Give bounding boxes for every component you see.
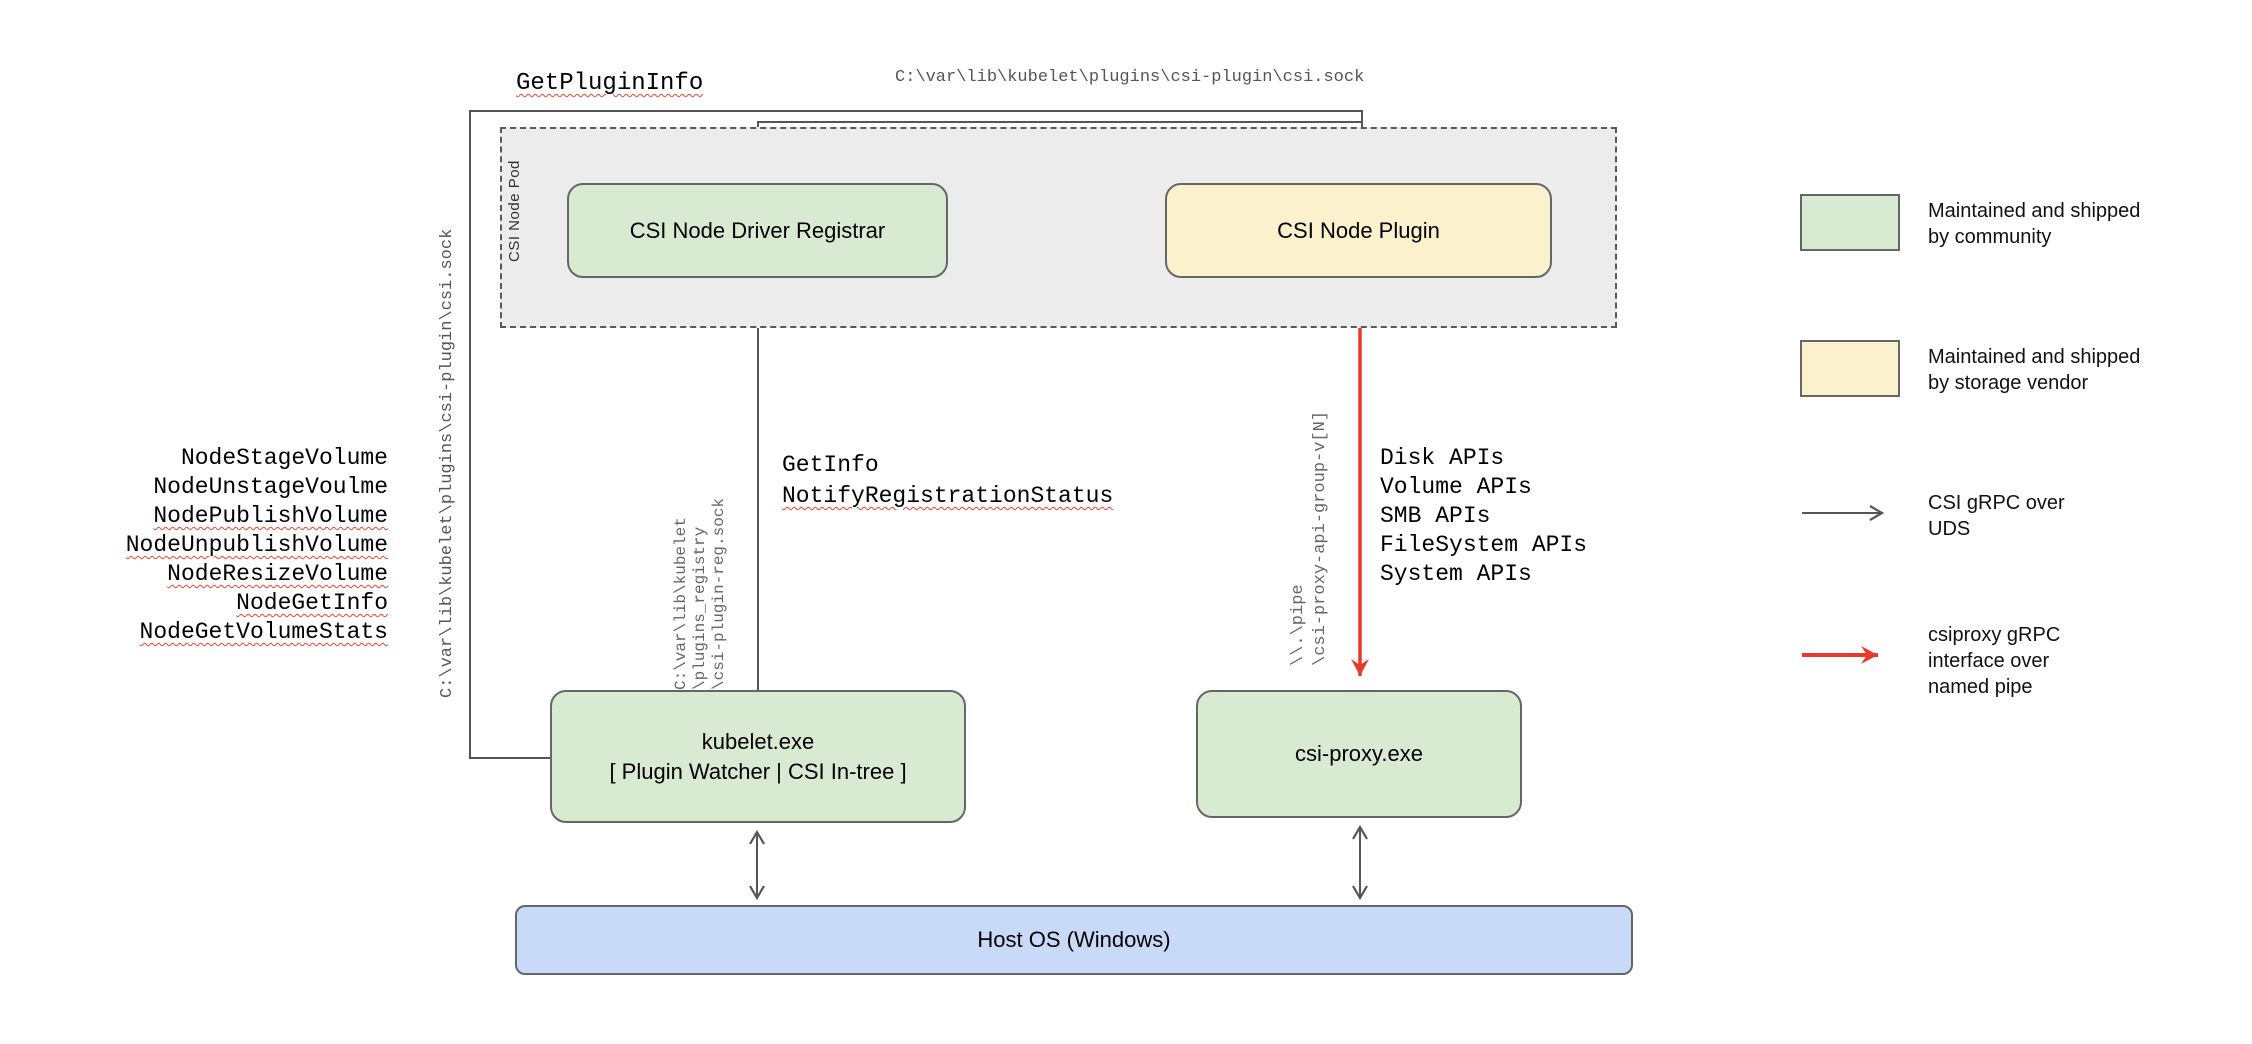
method-item: NodeUnpublishVolume (125, 532, 388, 558)
plugin-registry-path-line: \csi-plugin-reg.sock (710, 497, 728, 690)
legend-community-swatch (1800, 194, 1900, 251)
csi-node-plugin-label: CSI Node Plugin (1277, 217, 1440, 243)
method-item: NodeStageVolume (180, 445, 388, 471)
csi-sock-path-vertical-label: C:\var\lib\kubelet\plugins\csi-plugin\cs… (438, 228, 457, 698)
legend-red-arrow-label: csiproxy gRPC interface over named pipe (1928, 624, 2061, 698)
get-info-label: GetInfo (782, 452, 879, 478)
method-item: NodeResizeVolume (167, 561, 388, 587)
plugin-registry-path-line: \plugins_registry (691, 526, 709, 690)
host-os-node: Host OS (Windows) (515, 905, 1633, 975)
kubelet-node: kubelet.exe [ Plugin Watcher | CSI In-tr… (550, 690, 966, 823)
method-item: NodeUnstageVoulme (153, 474, 388, 500)
method-item: NodePublishVolume (153, 503, 388, 529)
get-plugin-info-label: GetPluginInfo (516, 70, 704, 97)
csi-proxy-label: csi-proxy.exe (1295, 741, 1423, 766)
legend-community-label: Maintained and shipped by community (1928, 200, 2141, 248)
api-item: SMB APIs (1380, 503, 1491, 529)
legend-gray-arrow-label: CSI gRPC over UDS (1928, 492, 2065, 540)
csi-sock-path-top-label: C:\var\lib\kubelet\plugins\csi-plugin\cs… (895, 68, 1365, 87)
legend-vendor-label: Maintained and shipped by storage vendor (1928, 346, 2141, 394)
plugin-registry-path-label: C:\var\lib\kubelet \plugins_registry \cs… (672, 498, 729, 690)
csi-node-driver-registrar-node: CSI Node Driver Registrar (567, 183, 948, 278)
host-os-label: Host OS (Windows) (977, 927, 1171, 952)
notify-registration-status-label: NotifyRegistrationStatus (782, 483, 1114, 509)
legend-vendor-swatch (1800, 340, 1900, 397)
kubelet-label-line2: [ Plugin Watcher | CSI In-tree ] (609, 758, 907, 784)
named-pipe-path-line: \\.\pipe (1289, 584, 1308, 666)
csi-proxy-node: csi-proxy.exe (1196, 690, 1522, 818)
proxy-apis-list: Disk APIs Volume APIs SMB APIs FileSyste… (1380, 444, 1587, 589)
api-item: Volume APIs (1380, 474, 1532, 500)
named-pipe-path-label: \\.\pipe \csi-proxy-api-group-v[N] (1288, 411, 1332, 666)
csi-node-plugin-node: CSI Node Plugin (1165, 183, 1552, 278)
api-item: System APIs (1380, 561, 1532, 587)
node-methods-list: NodeStageVolume NodeUnstageVoulme NodePu… (126, 444, 388, 647)
plugin-registry-path-line: C:\var\lib\kubelet (672, 517, 690, 690)
csi-node-pod-label: CSI Node Pod (506, 160, 523, 262)
named-pipe-path-line: \csi-proxy-api-group-v[N] (1311, 410, 1330, 666)
method-item: NodeGetVolumeStats (139, 619, 388, 645)
method-item: NodeGetInfo (236, 590, 388, 616)
csi-node-driver-registrar-label: CSI Node Driver Registrar (629, 217, 886, 243)
api-item: Disk APIs (1380, 445, 1505, 471)
kubelet-label-line1: kubelet.exe (701, 728, 815, 754)
api-item: FileSystem APIs (1380, 532, 1588, 558)
registration-rpc-labels: GetInfo NotifyRegistrationStatus (782, 450, 1113, 512)
